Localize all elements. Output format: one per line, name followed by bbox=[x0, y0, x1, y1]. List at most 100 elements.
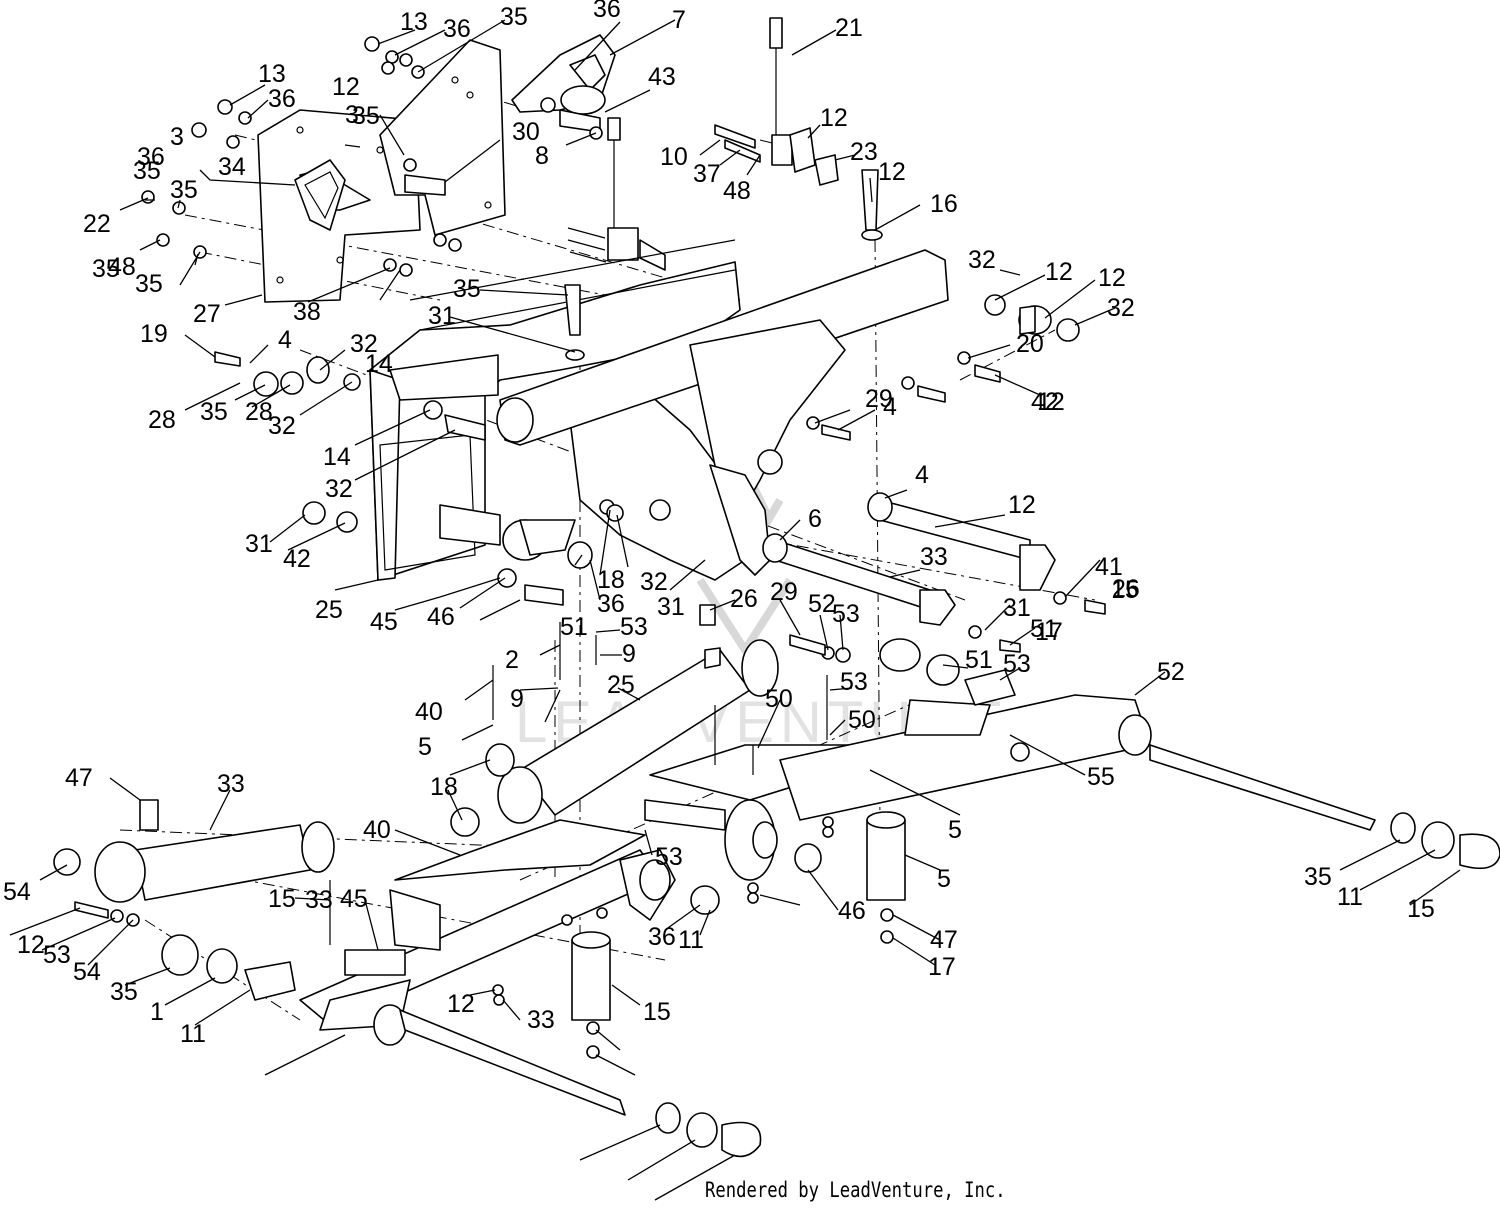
callout-label: 35 bbox=[500, 3, 528, 31]
callout-label: 3 bbox=[345, 101, 359, 129]
callout-label: 48 bbox=[723, 177, 751, 205]
callout-label: 8 bbox=[535, 142, 549, 170]
callout-label: 14 bbox=[365, 350, 393, 378]
callout-label: 52 bbox=[808, 590, 836, 618]
callout-label: 12 bbox=[1037, 388, 1065, 416]
callout-label: 21 bbox=[835, 14, 863, 42]
cylinder-9-lower bbox=[53, 799, 335, 903]
callout-label: 25 bbox=[315, 596, 343, 624]
callout-label: 23 bbox=[850, 138, 878, 166]
callout-label: 37 bbox=[693, 160, 721, 188]
callout-label: 35 bbox=[110, 978, 138, 1006]
callout-label: 43 bbox=[648, 63, 676, 91]
callout-label: 53 bbox=[620, 613, 648, 641]
callout-label: 32 bbox=[968, 246, 996, 274]
callout-label: 54 bbox=[73, 958, 101, 986]
callout-label: 32 bbox=[268, 412, 296, 440]
callout-label: 50 bbox=[765, 685, 793, 713]
callout-label: 26 bbox=[730, 585, 758, 613]
callout-label: 35 bbox=[453, 275, 481, 303]
callout-label: 45 bbox=[340, 885, 368, 913]
callout-label: 46 bbox=[427, 603, 455, 631]
callout-label: 32 bbox=[325, 475, 353, 503]
callout-label: 15 bbox=[1407, 895, 1435, 923]
callout-label: 33 bbox=[527, 1006, 555, 1034]
callout-label: 15 bbox=[1111, 576, 1139, 604]
callout-label: 29 bbox=[865, 385, 893, 413]
callout-label: 54 bbox=[3, 878, 31, 906]
hardware bbox=[74, 36, 1001, 1059]
callout-label: 2 bbox=[505, 646, 519, 674]
callout-label: 53 bbox=[655, 843, 683, 871]
callout-label: 4 bbox=[883, 393, 897, 421]
sensor-23 bbox=[567, 117, 666, 271]
callout-label: 12 bbox=[17, 931, 45, 959]
callout-label: 53 bbox=[840, 668, 868, 696]
bushings-5 bbox=[450, 743, 822, 915]
callout-label: 29 bbox=[770, 578, 798, 606]
callout-label: 27 bbox=[193, 300, 221, 328]
callout-label: 55 bbox=[1087, 763, 1115, 791]
callout-label: 35 bbox=[133, 157, 161, 185]
bracket-8 bbox=[294, 159, 346, 231]
callout-label: 31 bbox=[428, 302, 456, 330]
callout-label: 47 bbox=[930, 926, 958, 954]
callout-label: 10 bbox=[660, 143, 688, 171]
callout-label: 20 bbox=[1016, 330, 1044, 358]
callout-label: 9 bbox=[510, 685, 524, 713]
callout-label: 18 bbox=[597, 566, 625, 594]
frame-6 bbox=[369, 239, 746, 581]
callout-label: 11 bbox=[180, 1020, 206, 1048]
lever-7 bbox=[511, 34, 616, 115]
callout-label: 35 bbox=[200, 398, 228, 426]
callout-label: 38 bbox=[293, 298, 321, 326]
bracket-43 bbox=[714, 124, 839, 186]
callout-label: 31 bbox=[1003, 594, 1031, 622]
pivot-tubes bbox=[439, 499, 624, 606]
callout-label: 33 bbox=[305, 886, 333, 914]
callout-label: 12 bbox=[820, 104, 848, 132]
callout-label: 5 bbox=[937, 865, 951, 893]
callout-label: 40 bbox=[363, 816, 391, 844]
callout-label: 7 bbox=[672, 6, 686, 34]
callout-label: 13 bbox=[258, 60, 286, 88]
callout-label: 36 bbox=[648, 923, 676, 951]
callout-label: 32 bbox=[350, 330, 378, 358]
callout-label: 53 bbox=[43, 941, 71, 969]
callout-label: 14 bbox=[323, 443, 351, 471]
callout-label: 5 bbox=[418, 733, 432, 761]
callout-label: 9 bbox=[622, 640, 636, 668]
callout-label: 51 bbox=[965, 646, 993, 674]
callout-label: 35 bbox=[135, 270, 163, 298]
end-caps bbox=[161, 638, 1500, 1158]
callout-label: 36 bbox=[593, 0, 621, 23]
callout-label: 32 bbox=[640, 568, 668, 596]
callout-label: 3 bbox=[170, 123, 184, 151]
callout-label: 50 bbox=[848, 706, 876, 734]
callout-label: 35 bbox=[92, 255, 120, 283]
frame-right-plate bbox=[689, 319, 846, 576]
callout-label: 31 bbox=[657, 593, 685, 621]
callout-label: 1 bbox=[150, 998, 164, 1026]
callout-label: 15 bbox=[643, 998, 671, 1026]
callout-label: 48 bbox=[108, 253, 136, 281]
callout-label: 36 bbox=[443, 15, 471, 43]
callout-label: 16 bbox=[930, 190, 958, 218]
callout-label: 11 bbox=[678, 926, 704, 954]
bearing-22 bbox=[984, 294, 1080, 342]
spacers-47 bbox=[571, 811, 906, 1021]
callout-label: 47 bbox=[65, 764, 93, 792]
callout-label: 36 bbox=[597, 590, 625, 618]
callout-label: 12 bbox=[878, 158, 906, 186]
leader-lines bbox=[9, 19, 1461, 1201]
disc-55 bbox=[619, 799, 778, 921]
callout-label: 13 bbox=[400, 8, 428, 36]
callout-label: 26 bbox=[1112, 575, 1140, 603]
callout-label: 45 bbox=[370, 608, 398, 636]
callout-label: 12 bbox=[1098, 264, 1126, 292]
callout-label: 51 bbox=[560, 613, 588, 641]
callout-label: 12 bbox=[1045, 258, 1073, 286]
callout-label: 17 bbox=[928, 953, 956, 981]
